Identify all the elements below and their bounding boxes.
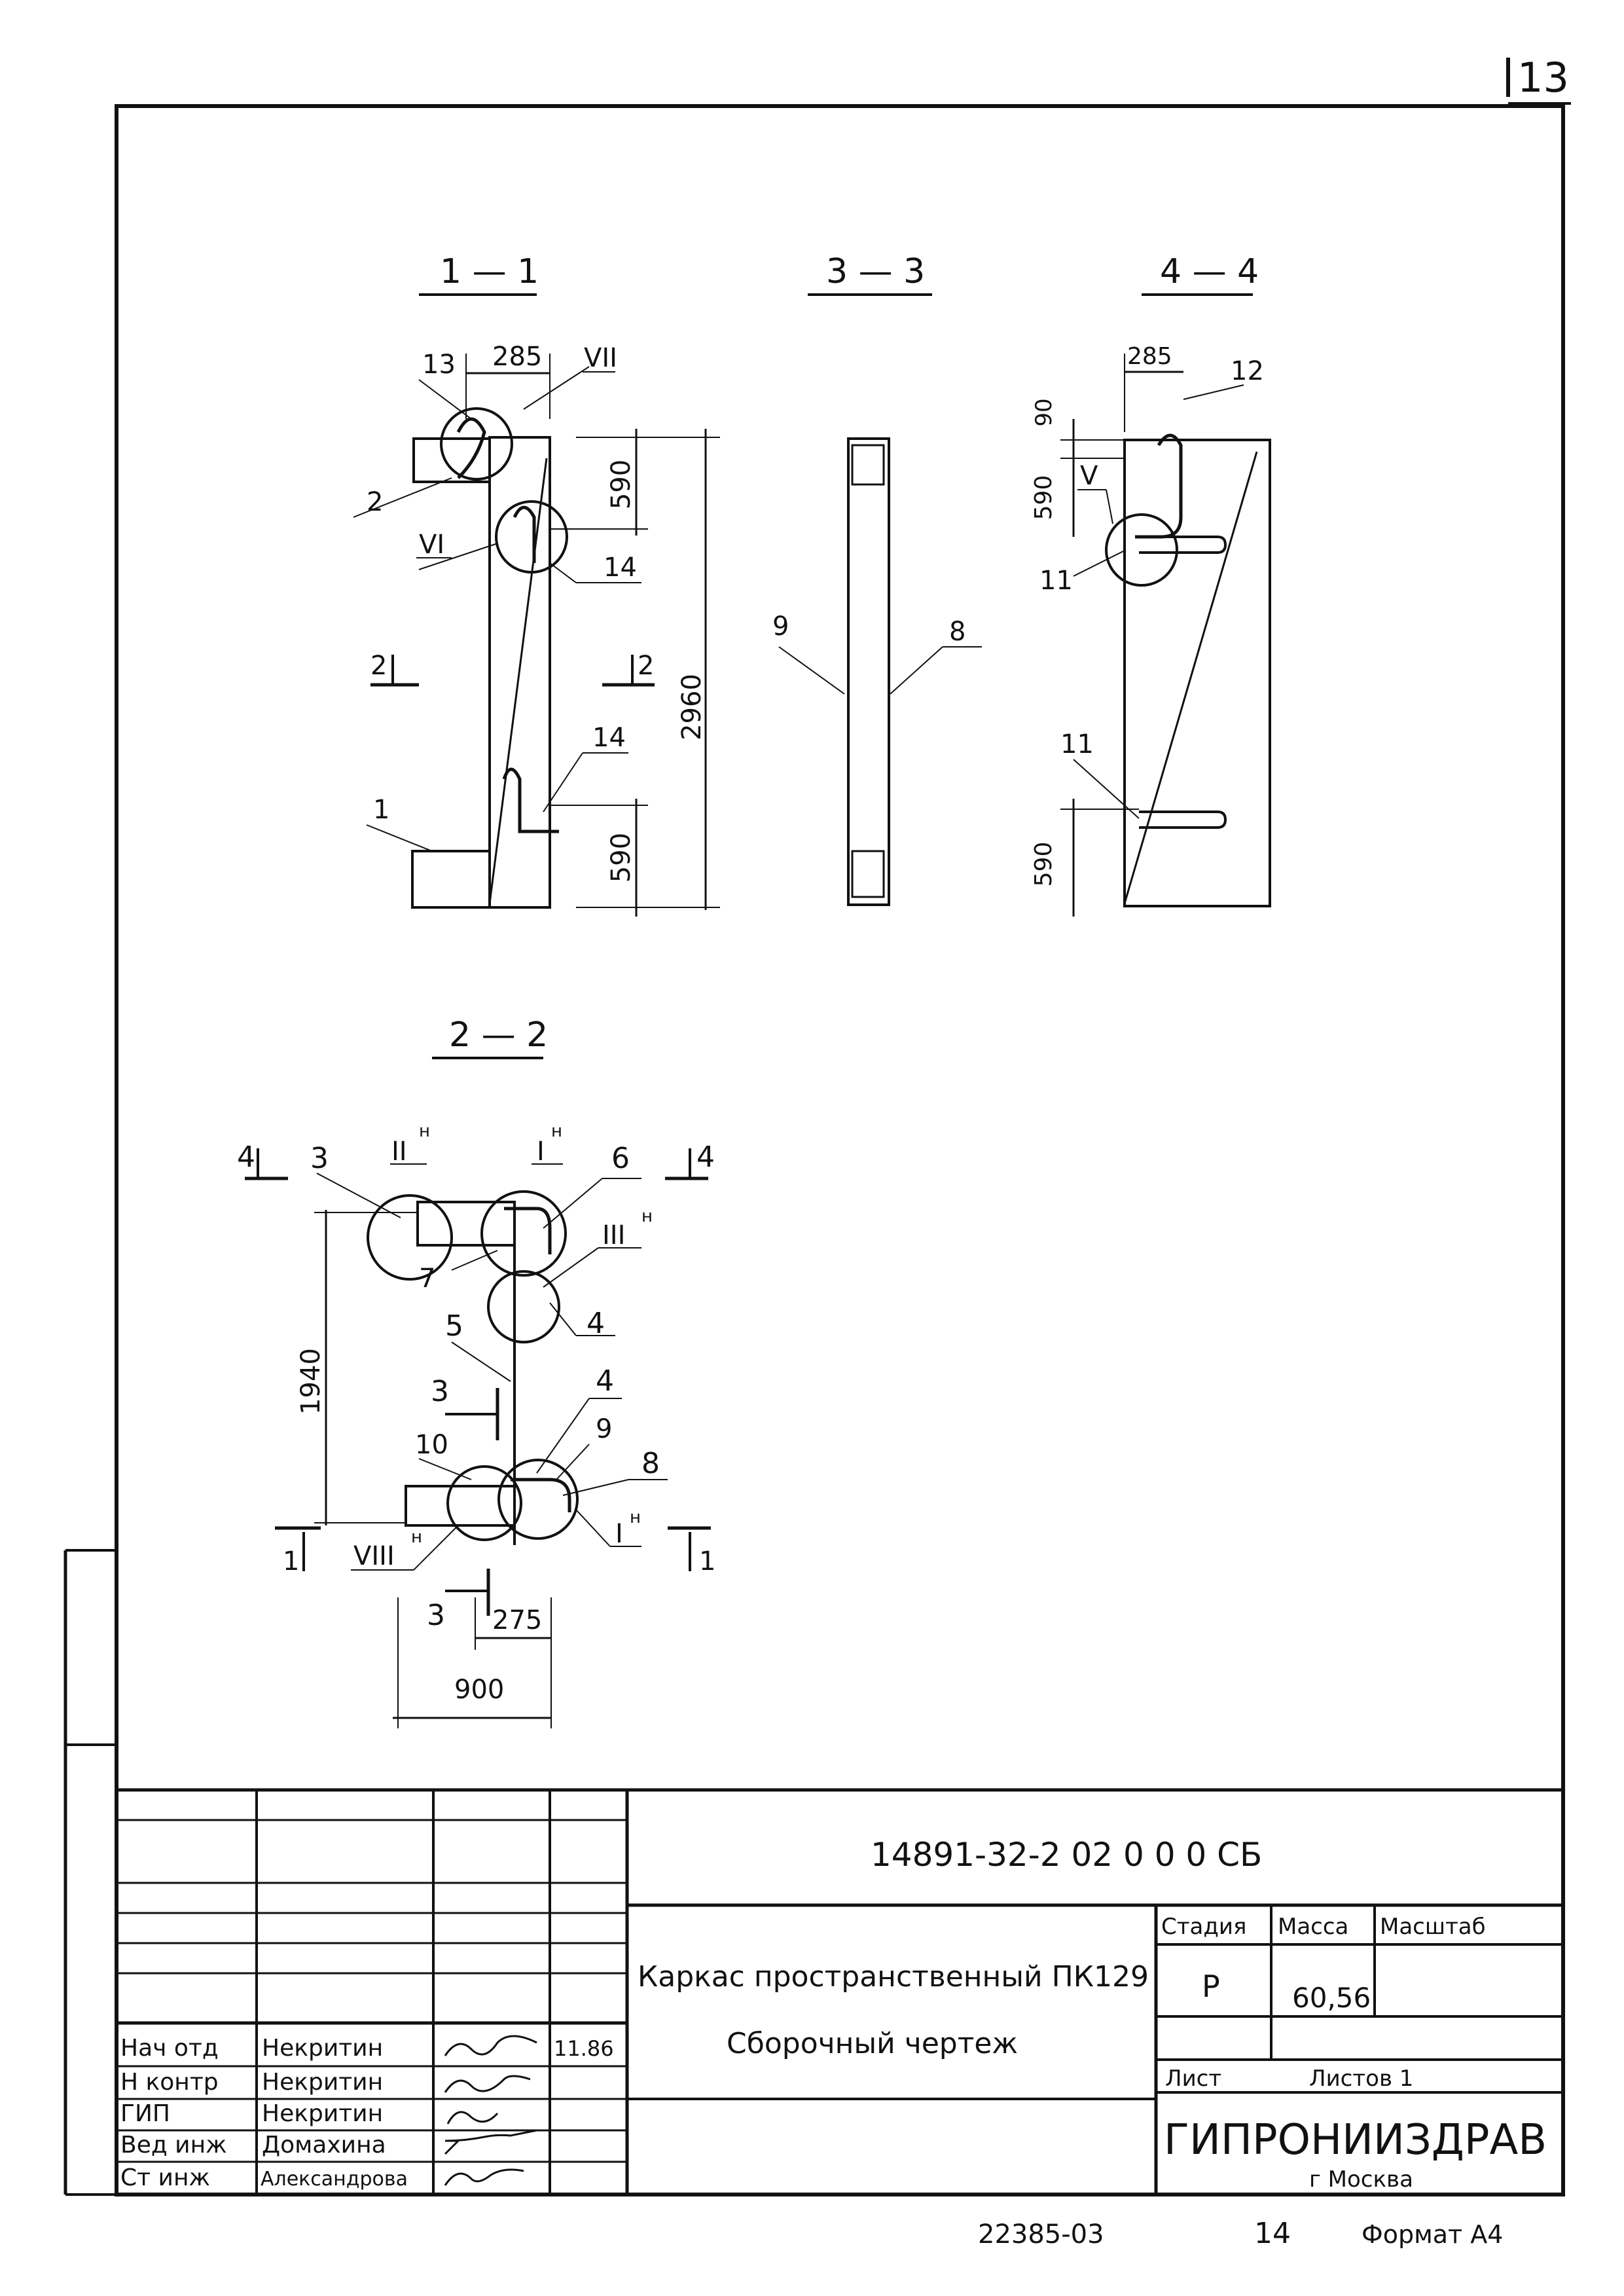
- inventory-number: 22385-03: [978, 2219, 1104, 2250]
- section-3-3: 3 — 3 9 8: [772, 252, 982, 906]
- signature-4: [444, 2168, 524, 2186]
- footer-page: 14: [1254, 2217, 1291, 2250]
- pos-8-3-3: 8: [949, 617, 965, 647]
- dim-90: 90: [1031, 398, 1057, 426]
- marker-3-bottom: 3: [427, 1599, 445, 1632]
- role-0: Нач отд: [120, 2035, 219, 2062]
- marker-1-left: 1: [283, 1546, 299, 1576]
- title-line-2: Сборочный чертеж: [727, 2027, 1018, 2060]
- node-i-top-mirror: н: [551, 1121, 562, 1141]
- pos-1: 1: [373, 795, 389, 825]
- pos-6: 6: [611, 1142, 630, 1175]
- node-ii-mirror: н: [419, 1121, 430, 1141]
- signature-3: [444, 2129, 537, 2155]
- signature-0: [444, 2035, 537, 2056]
- pos-2: 2: [367, 487, 383, 517]
- dim-1940: 1940: [296, 1348, 326, 1415]
- section-4-4: 4 — 4 285 12 90 590 590 V 11 11: [1030, 252, 1271, 917]
- node-vi: VI: [419, 530, 444, 560]
- pos-10: 10: [415, 1430, 448, 1460]
- pos-3: 3: [310, 1142, 329, 1175]
- dim-590-bottom-4-4: 590: [1030, 842, 1057, 887]
- col-scale: Масштаб: [1380, 1914, 1486, 1940]
- col-stage: Стадия: [1161, 1914, 1246, 1940]
- marker-2-left: 2: [370, 651, 387, 681]
- pos-7: 7: [419, 1264, 435, 1294]
- pos-14-top: 14: [604, 553, 637, 583]
- pos-5: 5: [445, 1309, 463, 1343]
- role-4: Ст инж: [120, 2164, 210, 2191]
- pos-12: 12: [1231, 356, 1264, 386]
- dim-900: 900: [454, 1675, 504, 1705]
- title-line-1: Каркас пространственный ПК129: [638, 1960, 1149, 1994]
- date-0: 11.86: [554, 2036, 614, 2061]
- dim-285-4-4: 285: [1127, 343, 1172, 370]
- marker-4-left: 4: [237, 1140, 255, 1174]
- name-3: Домахина: [262, 2132, 386, 2159]
- pos-14-bottom: 14: [592, 723, 626, 753]
- marker-4-right: 4: [696, 1140, 715, 1174]
- pos-8-2-2: 8: [641, 1447, 660, 1480]
- node-viii: VIII: [353, 1541, 395, 1571]
- stage-value: Р: [1202, 1969, 1220, 2004]
- role-3: Вед инж: [120, 2132, 227, 2159]
- doc-code: 14891-32-2 02 0 0 0 СБ: [871, 1836, 1262, 1874]
- section-1-1: 1 — 1 285 2960 590 590 13: [353, 252, 720, 917]
- marker-1-right: 1: [699, 1546, 715, 1576]
- node-v: V: [1080, 461, 1098, 491]
- dim-2960: 2960: [677, 674, 707, 740]
- dim-590-top-4-4: 590: [1030, 475, 1057, 520]
- dim-275: 275: [492, 1605, 542, 1635]
- node-i-bottom-mirror: н: [630, 1508, 641, 1527]
- page-number: 13: [1517, 54, 1569, 101]
- marker-3-top: 3: [431, 1375, 449, 1408]
- pos-13: 13: [422, 350, 456, 380]
- paper-format: Формат А4: [1362, 2220, 1503, 2249]
- marker-2-right: 2: [638, 651, 654, 681]
- section-title-1-1: 1 — 1: [440, 252, 539, 291]
- node-vii: VII: [584, 343, 617, 373]
- signature-2: [446, 2111, 499, 2124]
- org-name: ГИПРОНИИЗДРАВ: [1164, 2116, 1547, 2164]
- role-1: Н контр: [120, 2069, 219, 2096]
- dim-590-bottom-1-1: 590: [606, 833, 636, 883]
- pos-4-bottom: 4: [596, 1364, 614, 1398]
- org-city: г Москва: [1309, 2166, 1413, 2193]
- name-2: Некритин: [262, 2100, 383, 2127]
- role-2: ГИП: [120, 2100, 170, 2127]
- node-viii-mirror: н: [411, 1527, 422, 1547]
- name-0: Некритин: [262, 2035, 383, 2062]
- section-title-2-2: 2 — 2: [449, 1015, 548, 1055]
- node-iii-mirror: н: [641, 1207, 653, 1226]
- dim-285-1-1: 285: [492, 342, 542, 372]
- drawing-frame: [115, 104, 1565, 2196]
- pos-4-top: 4: [586, 1307, 605, 1340]
- node-i-top: I: [537, 1137, 545, 1167]
- dim-590-top-1-1: 590: [606, 460, 636, 509]
- pos-9-2-2: 9: [596, 1414, 612, 1444]
- node-iii: III: [602, 1220, 625, 1250]
- signature-1: [444, 2075, 531, 2093]
- name-1: Некритин: [262, 2069, 383, 2096]
- title-block: 14891-32-2 02 0 0 0 СБ Каркас пространст…: [117, 1788, 1563, 2195]
- section-title-3-3: 3 — 3: [826, 252, 925, 291]
- mass-value: 60,56: [1292, 1982, 1371, 2014]
- name-4: Александрова: [261, 2168, 408, 2191]
- node-i-bottom: I: [615, 1519, 623, 1549]
- section-title-4-4: 4 — 4: [1160, 252, 1259, 291]
- pos-9-3-3: 9: [772, 611, 789, 642]
- pos-11-top: 11: [1039, 566, 1073, 596]
- sheets-label: Листов 1: [1309, 2066, 1413, 2092]
- col-mass: Масса: [1278, 1914, 1348, 1940]
- node-ii: II: [391, 1137, 407, 1167]
- section-2-2: 2 — 2 1940 900 275 3 II н I н: [237, 1015, 715, 1728]
- sheet-label: Лист: [1165, 2066, 1221, 2092]
- pos-11-bottom: 11: [1060, 729, 1094, 759]
